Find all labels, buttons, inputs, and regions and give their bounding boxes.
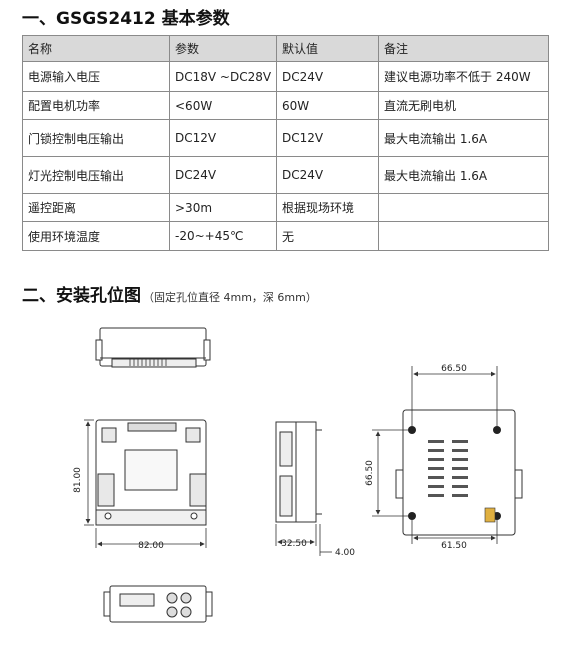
table-row: 配置电机功率 <60W 60W 直流无刷电机	[22, 91, 549, 120]
cell-remark: 最大电流输出 1.6A	[378, 156, 549, 194]
dim-hole-vertical: 66.50	[365, 460, 375, 486]
top-view	[95, 327, 211, 368]
cell-name: 配置电机功率	[22, 91, 170, 120]
cell-default: DC12V	[276, 119, 379, 157]
cell-parameter: >30m	[169, 193, 277, 222]
cell-parameter: <60W	[169, 91, 277, 120]
table-row: 灯光控制电压输出 DC24V DC24V 最大电流输出 1.6A	[22, 156, 549, 194]
header-parameter: 参数	[169, 35, 277, 62]
cell-parameter: DC24V	[169, 156, 277, 194]
spec-table: 名称 参数 默认值 备注 电源输入电压 DC18V ~DC28V DC24V 建…	[22, 35, 549, 251]
cell-parameter: -20~+45℃	[169, 221, 277, 251]
spec-table-header: 名称 参数 默认值 备注	[22, 35, 549, 62]
cell-default: 无	[276, 221, 379, 251]
dim-front-width: 82.00	[138, 541, 164, 551]
side-view	[275, 421, 322, 523]
cell-default: DC24V	[276, 156, 379, 194]
dim-side-offset: 4.00	[335, 548, 355, 558]
header-default: 默认值	[276, 35, 379, 62]
cell-name: 遥控距离	[22, 193, 170, 222]
cell-parameter: DC18V ~DC28V	[169, 61, 277, 92]
cell-parameter: DC12V	[169, 119, 277, 157]
table-row: 门锁控制电压输出 DC12V DC12V 最大电流输出 1.6A	[22, 119, 549, 157]
cell-name: 门锁控制电压输出	[22, 119, 170, 157]
section-title-mounting: 二、安装孔位图（固定孔位直径 4mm，深 6mm）	[22, 281, 317, 306]
front-dimensions	[84, 419, 207, 548]
cell-default: DC24V	[276, 61, 379, 92]
cell-remark: 最大电流输出 1.6A	[378, 119, 549, 157]
cell-remark: 直流无刷电机	[378, 91, 549, 120]
cell-remark	[378, 193, 549, 222]
cell-name: 灯光控制电压输出	[22, 156, 170, 194]
table-row: 电源输入电压 DC18V ~DC28V DC24V 建议电源功率不低于 240W	[22, 61, 549, 92]
section-title-parameters: 一、GSGS2412 基本参数	[22, 9, 230, 29]
dim-lower-hole: 61.50	[441, 541, 467, 551]
bottom-view	[103, 585, 213, 623]
mounting-note: （固定孔位直径 4mm，深 6mm）	[143, 291, 317, 304]
table-row: 遥控距离 >30m 根据现场环境	[22, 193, 549, 222]
back-dimensions	[372, 366, 498, 544]
vent-slots	[428, 440, 468, 497]
mounting-drawing: 81.00 82.00 32.50 4.00	[73, 327, 523, 623]
dim-side-width: 32.50	[281, 539, 307, 549]
label-sticker	[484, 507, 496, 523]
header-name: 名称	[22, 35, 170, 62]
top-view-pins	[129, 359, 167, 366]
cell-remark	[378, 221, 549, 251]
header-remark: 备注	[378, 35, 549, 62]
dim-hole-horizontal: 66.50	[441, 364, 467, 374]
table-row: 使用环境温度 -20~+45℃ 无	[22, 221, 549, 251]
cell-name: 电源输入电压	[22, 61, 170, 92]
mounting-title: 二、安装孔位图	[22, 286, 141, 306]
side-dimensions	[275, 524, 332, 556]
cell-name: 使用环境温度	[22, 221, 170, 251]
dim-front-height: 81.00	[73, 467, 83, 493]
front-view	[95, 419, 207, 526]
cell-remark: 建议电源功率不低于 240W	[378, 61, 549, 92]
cell-default: 根据现场环境	[276, 193, 379, 222]
cell-default: 60W	[276, 91, 379, 120]
